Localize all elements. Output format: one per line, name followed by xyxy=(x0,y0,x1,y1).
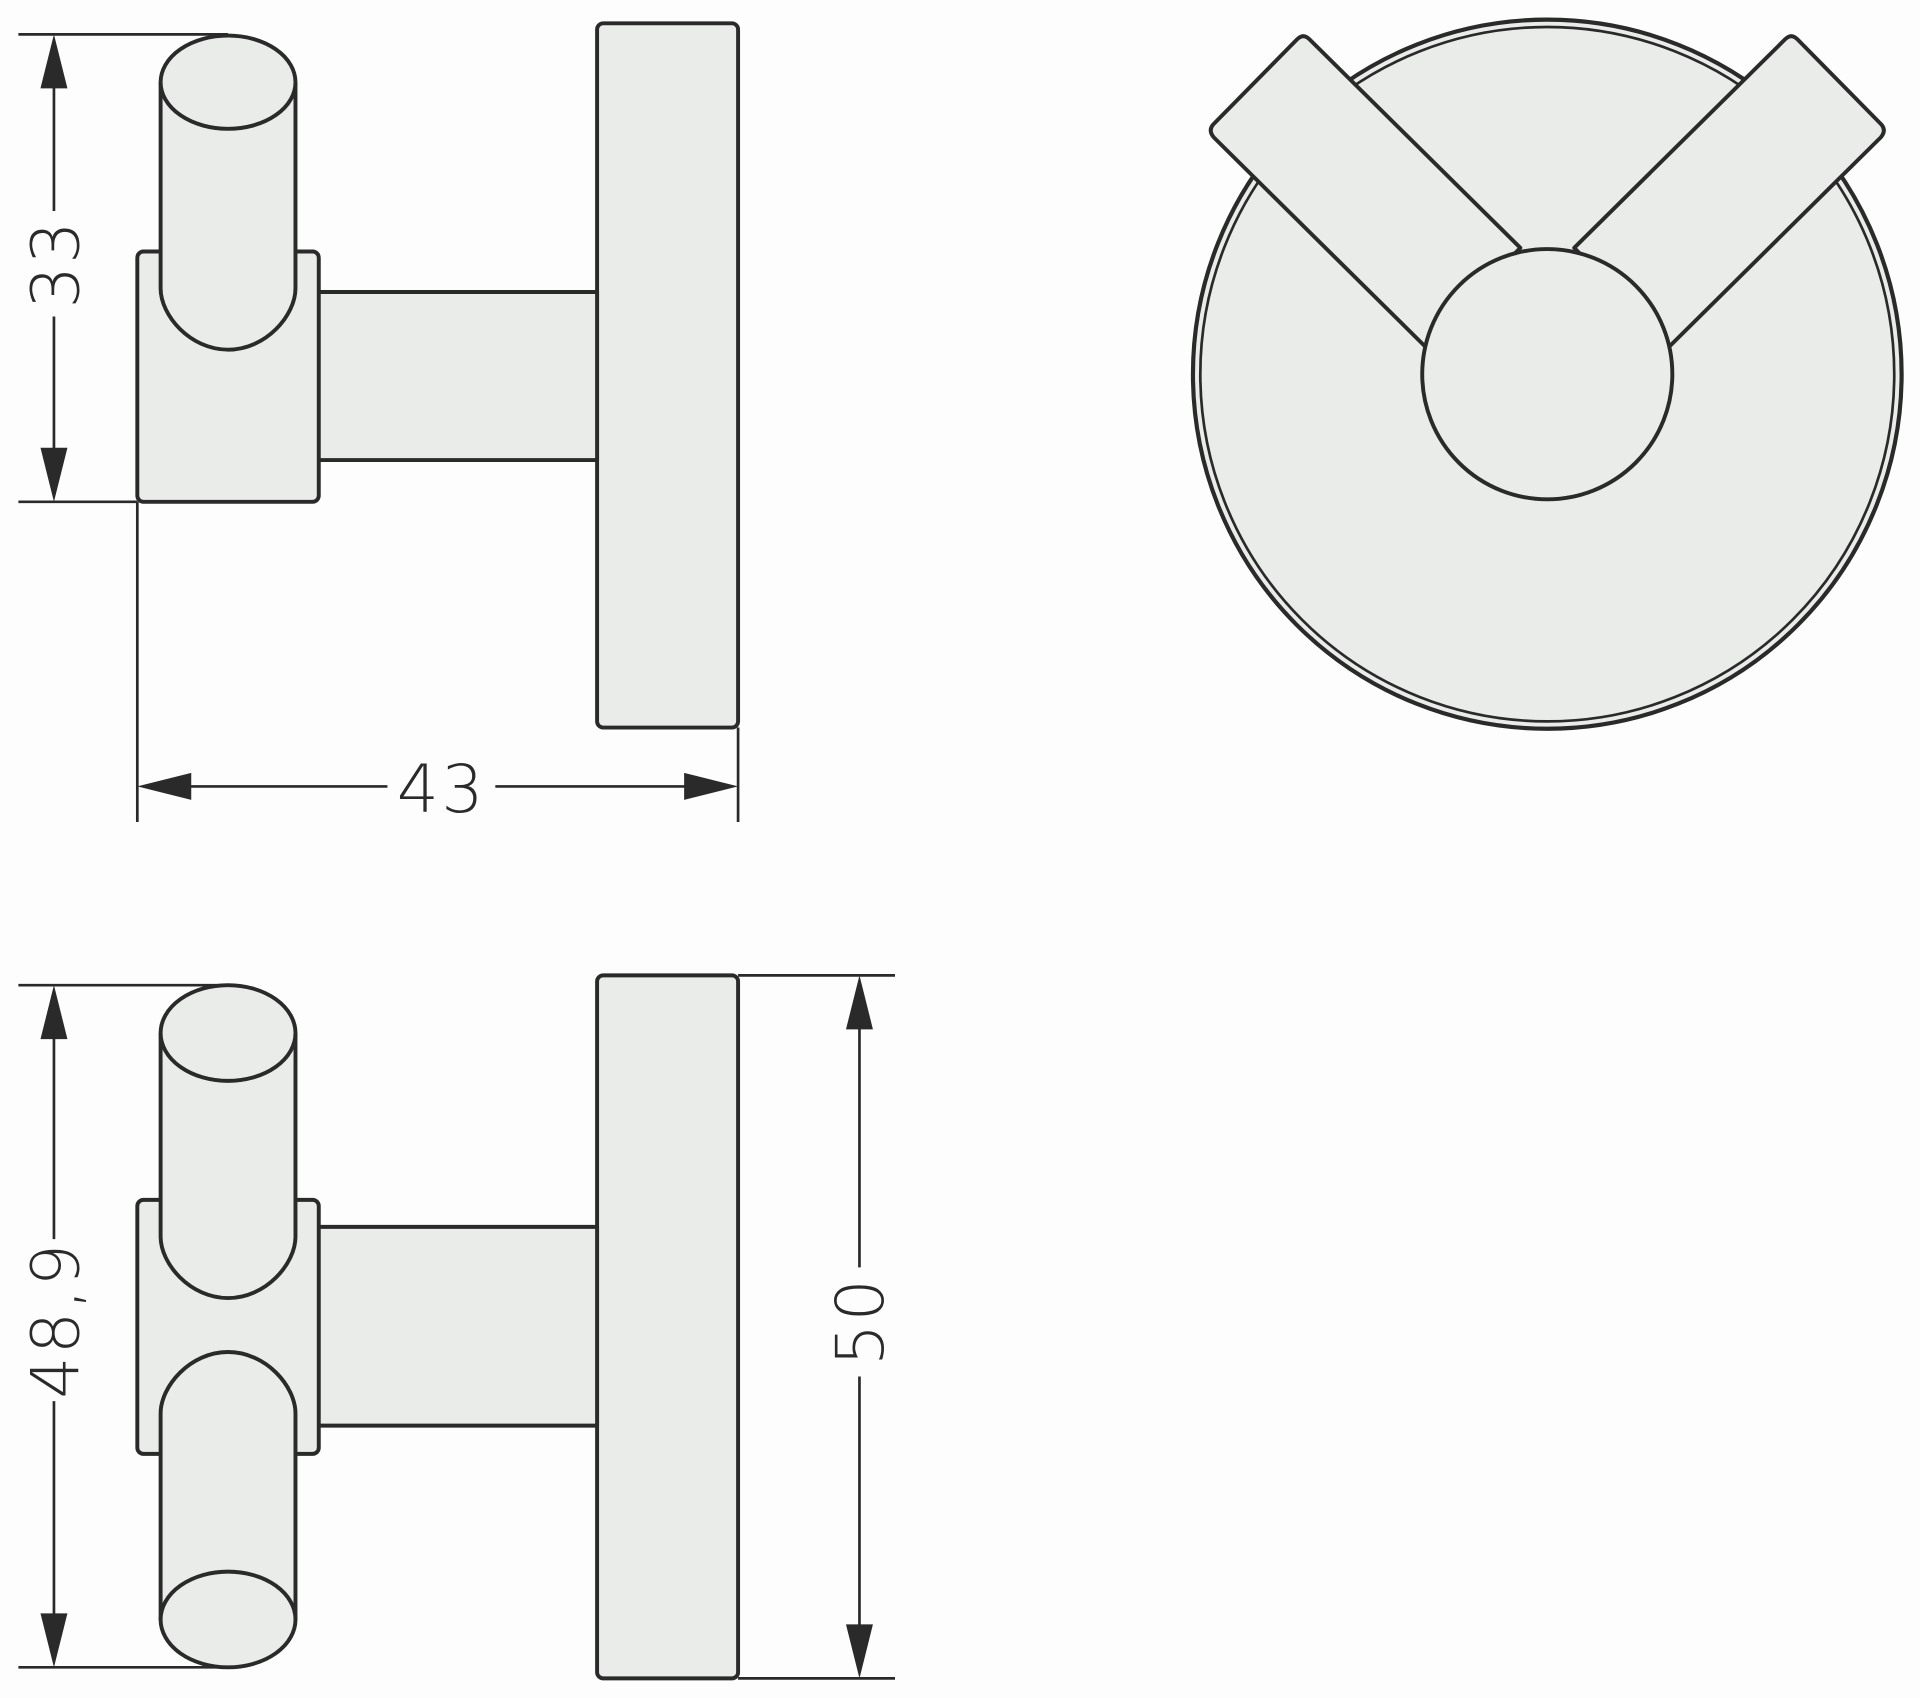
arrow-right-icon xyxy=(684,772,739,800)
arrow-down-icon xyxy=(40,1613,68,1668)
arrow-up-icon xyxy=(845,975,873,1030)
hook-cylinder-upper-top xyxy=(158,983,298,1083)
wall-plate xyxy=(595,973,741,1681)
arrow-down-icon xyxy=(40,447,68,502)
hook-cylinder-lower-bottom xyxy=(158,1569,298,1670)
arrow-up-icon xyxy=(40,34,68,89)
side-view-top: 33 43 xyxy=(17,21,741,828)
stem xyxy=(315,290,600,463)
arrow-up-icon xyxy=(40,985,68,1040)
dimension-label-50: 50 xyxy=(822,1277,899,1366)
dimension-label-43: 43 xyxy=(397,751,486,828)
center-hub xyxy=(1420,247,1675,502)
wall-plate xyxy=(595,21,741,730)
dimension-label-48-9: 48,9 xyxy=(17,1241,94,1398)
side-view-bottom: 48,9 50 xyxy=(17,973,899,1681)
hook-cylinder-top xyxy=(158,33,298,131)
arrow-down-icon xyxy=(845,1624,873,1679)
hook-cylinder-lower xyxy=(158,1350,298,1622)
arrow-left-icon xyxy=(137,772,192,800)
front-view xyxy=(1190,17,1904,731)
dimension-33: 33 xyxy=(17,33,229,504)
dimension-50: 50 xyxy=(738,974,899,1680)
dimension-48-9: 48,9 xyxy=(17,983,229,1669)
hook-cylinder-upper xyxy=(158,1032,298,1301)
dimension-43: 43 xyxy=(135,501,740,828)
hook-cylinder xyxy=(158,81,298,352)
hook-arm-right xyxy=(1572,34,1886,348)
back-plate-disc-inner-ring xyxy=(1198,25,1896,723)
hook-arm-left xyxy=(1208,34,1523,348)
stem xyxy=(315,1224,600,1428)
dimension-label-33: 33 xyxy=(17,219,94,308)
